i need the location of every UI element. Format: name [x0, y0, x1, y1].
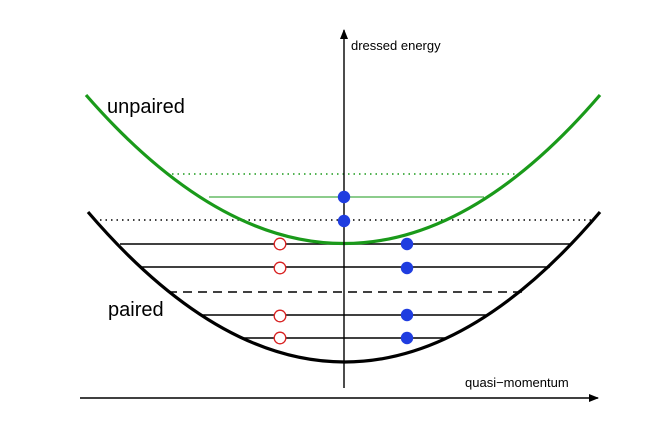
- occupied-state-dot: [400, 308, 414, 322]
- y-axis-label: dressed energy: [351, 38, 441, 53]
- empty-state-circle: [273, 261, 287, 275]
- empty-state-circle: [273, 237, 287, 251]
- occupied-state-dot: [337, 190, 351, 204]
- occupied-state-dot: [400, 237, 414, 251]
- occupied-state-dot: [400, 261, 414, 275]
- unpaired-label: unpaired: [107, 96, 185, 118]
- occupied-state-dot: [400, 331, 414, 345]
- x-axis-label: quasi−momentum: [465, 375, 569, 390]
- empty-state-circle: [273, 331, 287, 345]
- occupied-state-dot: [337, 214, 351, 228]
- empty-state-circle: [273, 309, 287, 323]
- paired-label: paired: [108, 299, 164, 321]
